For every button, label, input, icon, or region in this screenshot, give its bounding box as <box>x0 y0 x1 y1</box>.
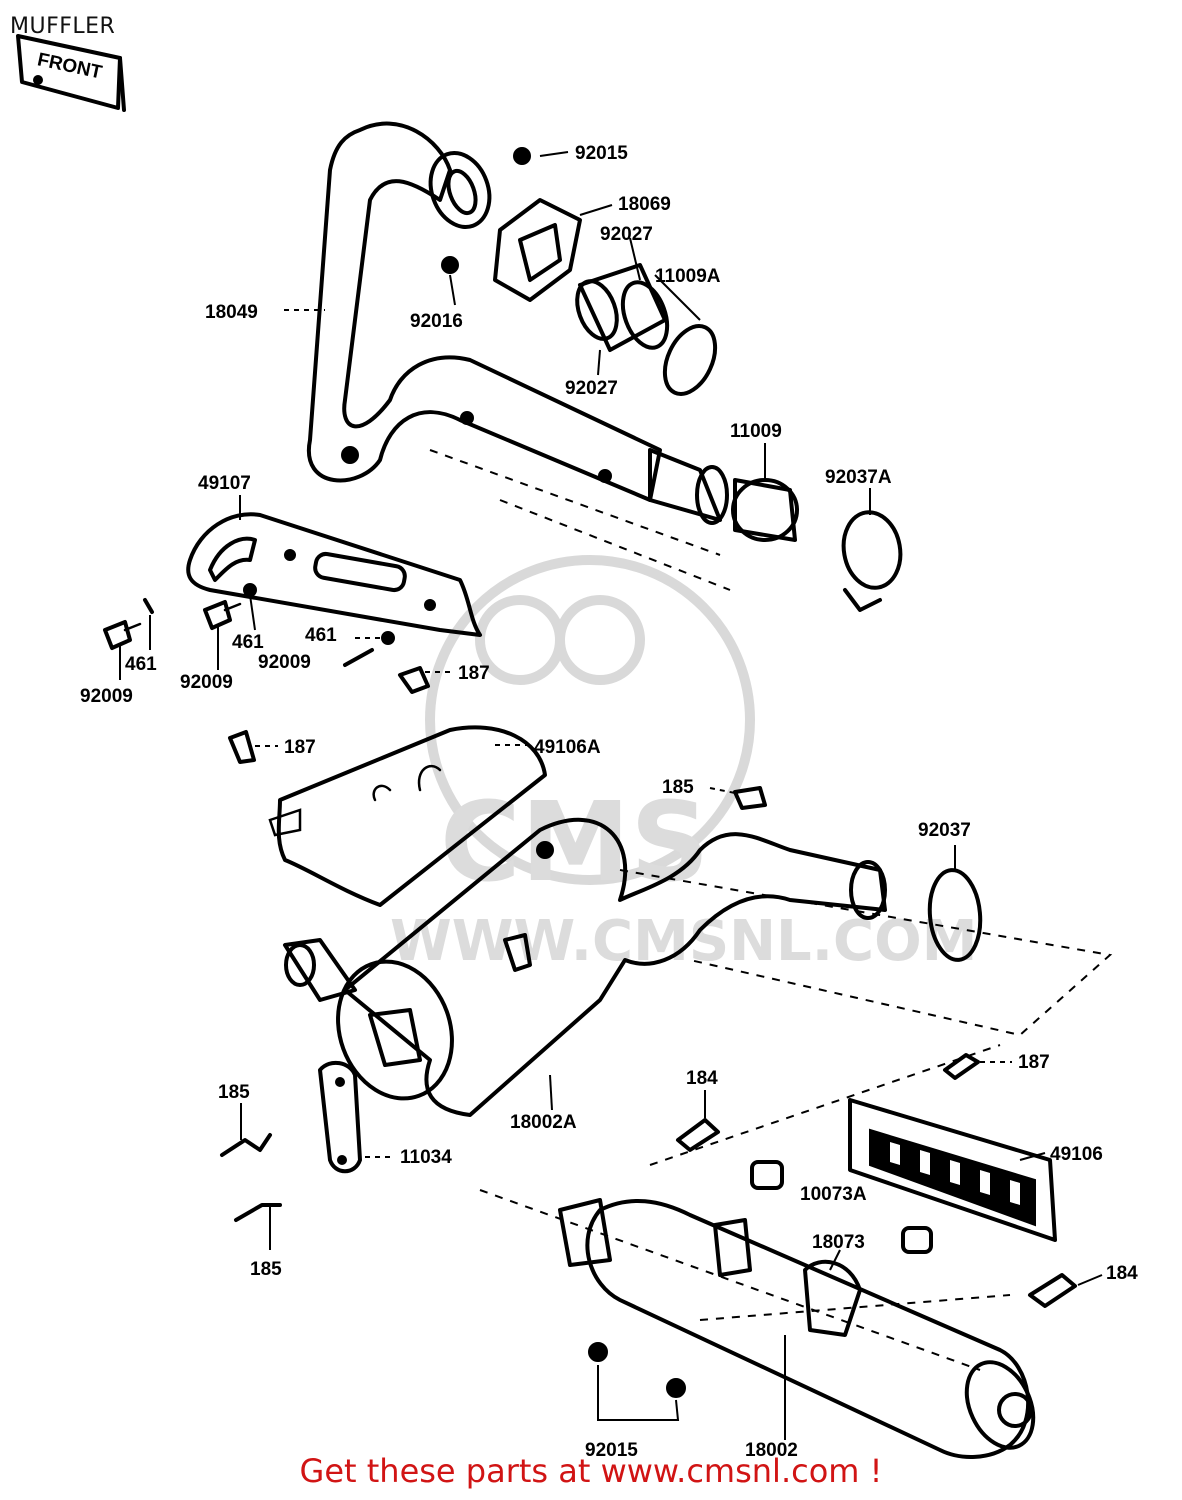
callout-92009-b: 92009 <box>180 672 233 693</box>
bolt-184-a <box>676 1118 720 1152</box>
callout-92037: 92037 <box>918 820 971 841</box>
bracket-11034 <box>318 1060 362 1174</box>
callout-184-b: 184 <box>1106 1263 1138 1284</box>
callout-11009: 11009 <box>730 421 782 442</box>
callout-49106: 49106 <box>1050 1144 1103 1165</box>
callout-11009A: 11009A <box>655 266 721 287</box>
nut-icon <box>513 147 531 165</box>
front-dot-icon <box>33 75 43 85</box>
rear-muffler-18002 <box>558 1198 1036 1459</box>
callout-187-a: 187 <box>458 663 490 684</box>
leader-lines <box>119 151 1103 1440</box>
watermark-url: WWW.CMSNL.COM <box>390 909 977 974</box>
clamp-92037 <box>927 868 983 962</box>
heat-cover-49106A <box>268 725 547 907</box>
page-title: MUFFLER <box>10 14 116 39</box>
callout-labels: 92015 18069 92027 11009A 18049 92016 920… <box>80 143 1138 1461</box>
screw-187-c <box>943 1053 980 1080</box>
callout-49106A: 49106A <box>534 737 601 758</box>
callout-184-a: 184 <box>686 1068 718 1089</box>
bolt-185-c <box>234 1203 282 1222</box>
ring-11009A <box>662 324 718 396</box>
assembly-guides <box>429 449 1113 1371</box>
washer-461-b <box>243 583 257 597</box>
callout-18002A: 18002A <box>510 1112 577 1133</box>
callout-18069: 18069 <box>618 194 671 215</box>
flange-18069 <box>441 147 582 302</box>
callout-185-a: 185 <box>662 777 694 798</box>
screw-185-a <box>733 786 767 810</box>
callout-185-c: 185 <box>250 1259 282 1280</box>
callout-92037A: 92037A <box>825 467 892 488</box>
callout-187-c: 187 <box>1018 1052 1050 1073</box>
bolt-92009-a <box>103 620 142 650</box>
bolt-184-b <box>1028 1273 1077 1308</box>
front-tag-text: FRONT <box>35 49 104 83</box>
bolt-185-b <box>220 1133 272 1157</box>
footer-link[interactable]: Get these parts at www.cmsnl.com ! <box>299 1452 883 1490</box>
nut-92015-icon <box>588 1342 608 1362</box>
callout-92027-b: 92027 <box>565 378 618 399</box>
bolt-92009-c <box>343 648 374 667</box>
clamp-92037A <box>841 510 903 612</box>
heat-shield-49106 <box>848 1098 1057 1242</box>
bolt-92009-b <box>203 600 242 630</box>
grommet-10073A <box>750 1160 784 1190</box>
screw-187-b <box>228 730 256 764</box>
watermark-logo-text: CMS <box>440 778 709 906</box>
callout-461-b: 461 <box>232 632 264 653</box>
heat-guard-49107 <box>186 512 482 637</box>
screw-187-a <box>398 666 430 694</box>
front-tag: FRONT <box>16 34 126 112</box>
callout-92027-a: 92027 <box>600 224 653 245</box>
gasket-11009 <box>731 478 799 542</box>
gasket-92027 <box>575 263 670 352</box>
callout-49107: 49107 <box>198 473 251 494</box>
callout-11034: 11034 <box>400 1147 452 1168</box>
washer-461-a <box>143 598 154 614</box>
grommet-18073 <box>901 1226 933 1254</box>
watermark-logo: CMS WWW.CMSNL.COM <box>390 555 977 974</box>
callout-461-c: 461 <box>305 625 337 646</box>
callout-92015-bottom: 92015 <box>585 1440 638 1461</box>
callout-92015-top: 92015 <box>575 143 628 164</box>
callout-185-b: 185 <box>218 1082 250 1103</box>
callout-187-b: 187 <box>284 737 316 758</box>
callout-92009-a: 92009 <box>80 686 133 707</box>
callout-92016: 92016 <box>410 311 463 332</box>
callout-18002: 18002 <box>745 1440 798 1461</box>
callout-18049: 18049 <box>205 302 258 323</box>
callout-10073A: 10073A <box>800 1184 867 1205</box>
washer-461-c <box>381 631 395 645</box>
callout-92009-c: 92009 <box>258 652 311 673</box>
header-pipe-18049 <box>306 121 729 525</box>
callout-461-a: 461 <box>125 654 157 675</box>
nut-92015-icon <box>666 1378 686 1398</box>
front-muffler-18002A <box>283 817 887 1117</box>
nut-icon <box>441 256 459 274</box>
callout-18073: 18073 <box>812 1232 865 1253</box>
